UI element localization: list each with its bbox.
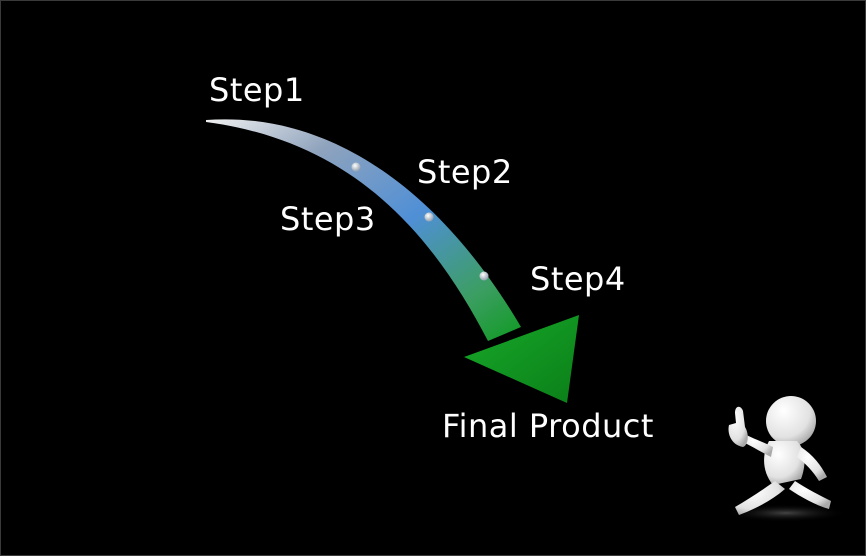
step2-label: Step2 [417,153,513,191]
step-marker-3 [479,271,489,281]
step-marker-1 [351,162,361,172]
final-product-label: Final Product [442,407,654,445]
figure-leg-right [789,481,831,509]
figure-torso [764,441,805,485]
step1-label: Step1 [209,71,305,109]
figure-leg-left [735,481,785,515]
figure-arm [743,433,773,457]
arrow-body [206,119,521,342]
arrow-head [464,315,579,403]
step-marker-2 [424,212,434,222]
step3-label: Step3 [280,200,376,238]
figure-head [766,396,816,446]
thumb-icon [728,406,748,447]
figure-arm-left [797,447,827,481]
step4-label: Step4 [530,260,626,298]
